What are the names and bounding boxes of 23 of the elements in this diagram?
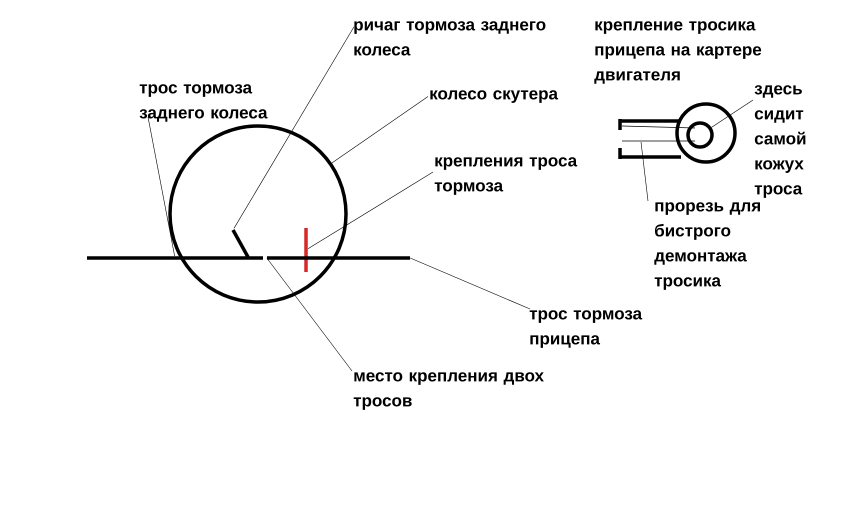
cable [267,256,410,260]
cable [87,256,263,260]
wheel-circle [168,124,348,304]
brake-lever [231,229,250,258]
callout-text: место крепления двох тросов [354,372,544,410]
callout-text: трос тормоза прицепа [530,310,642,348]
leader-line [308,172,434,250]
leader-line [234,26,354,229]
callout-text: колесо скутера [430,90,558,103]
inner-ring [686,121,714,149]
heading-text: крепление тросика прицепа на картере двигателя [594,21,762,84]
leader-line [332,96,428,164]
callout-text: крепления троса тормоза [434,157,578,195]
callout-text: здесь сидит самой кожух троса [754,85,806,198]
leader-line [711,100,754,128]
leader-line [148,116,175,256]
cable-clamp-mark [304,228,308,272]
callout-text: ричаг тормоза заднего колеса [354,21,546,56]
leader-line [410,258,530,310]
leader-line [266,258,352,372]
leader-line [640,142,648,202]
callout-text: трос тормоза заднего колеса [140,84,268,122]
callout-text: прорезь для бистрого демонтажа тросика [654,202,760,290]
